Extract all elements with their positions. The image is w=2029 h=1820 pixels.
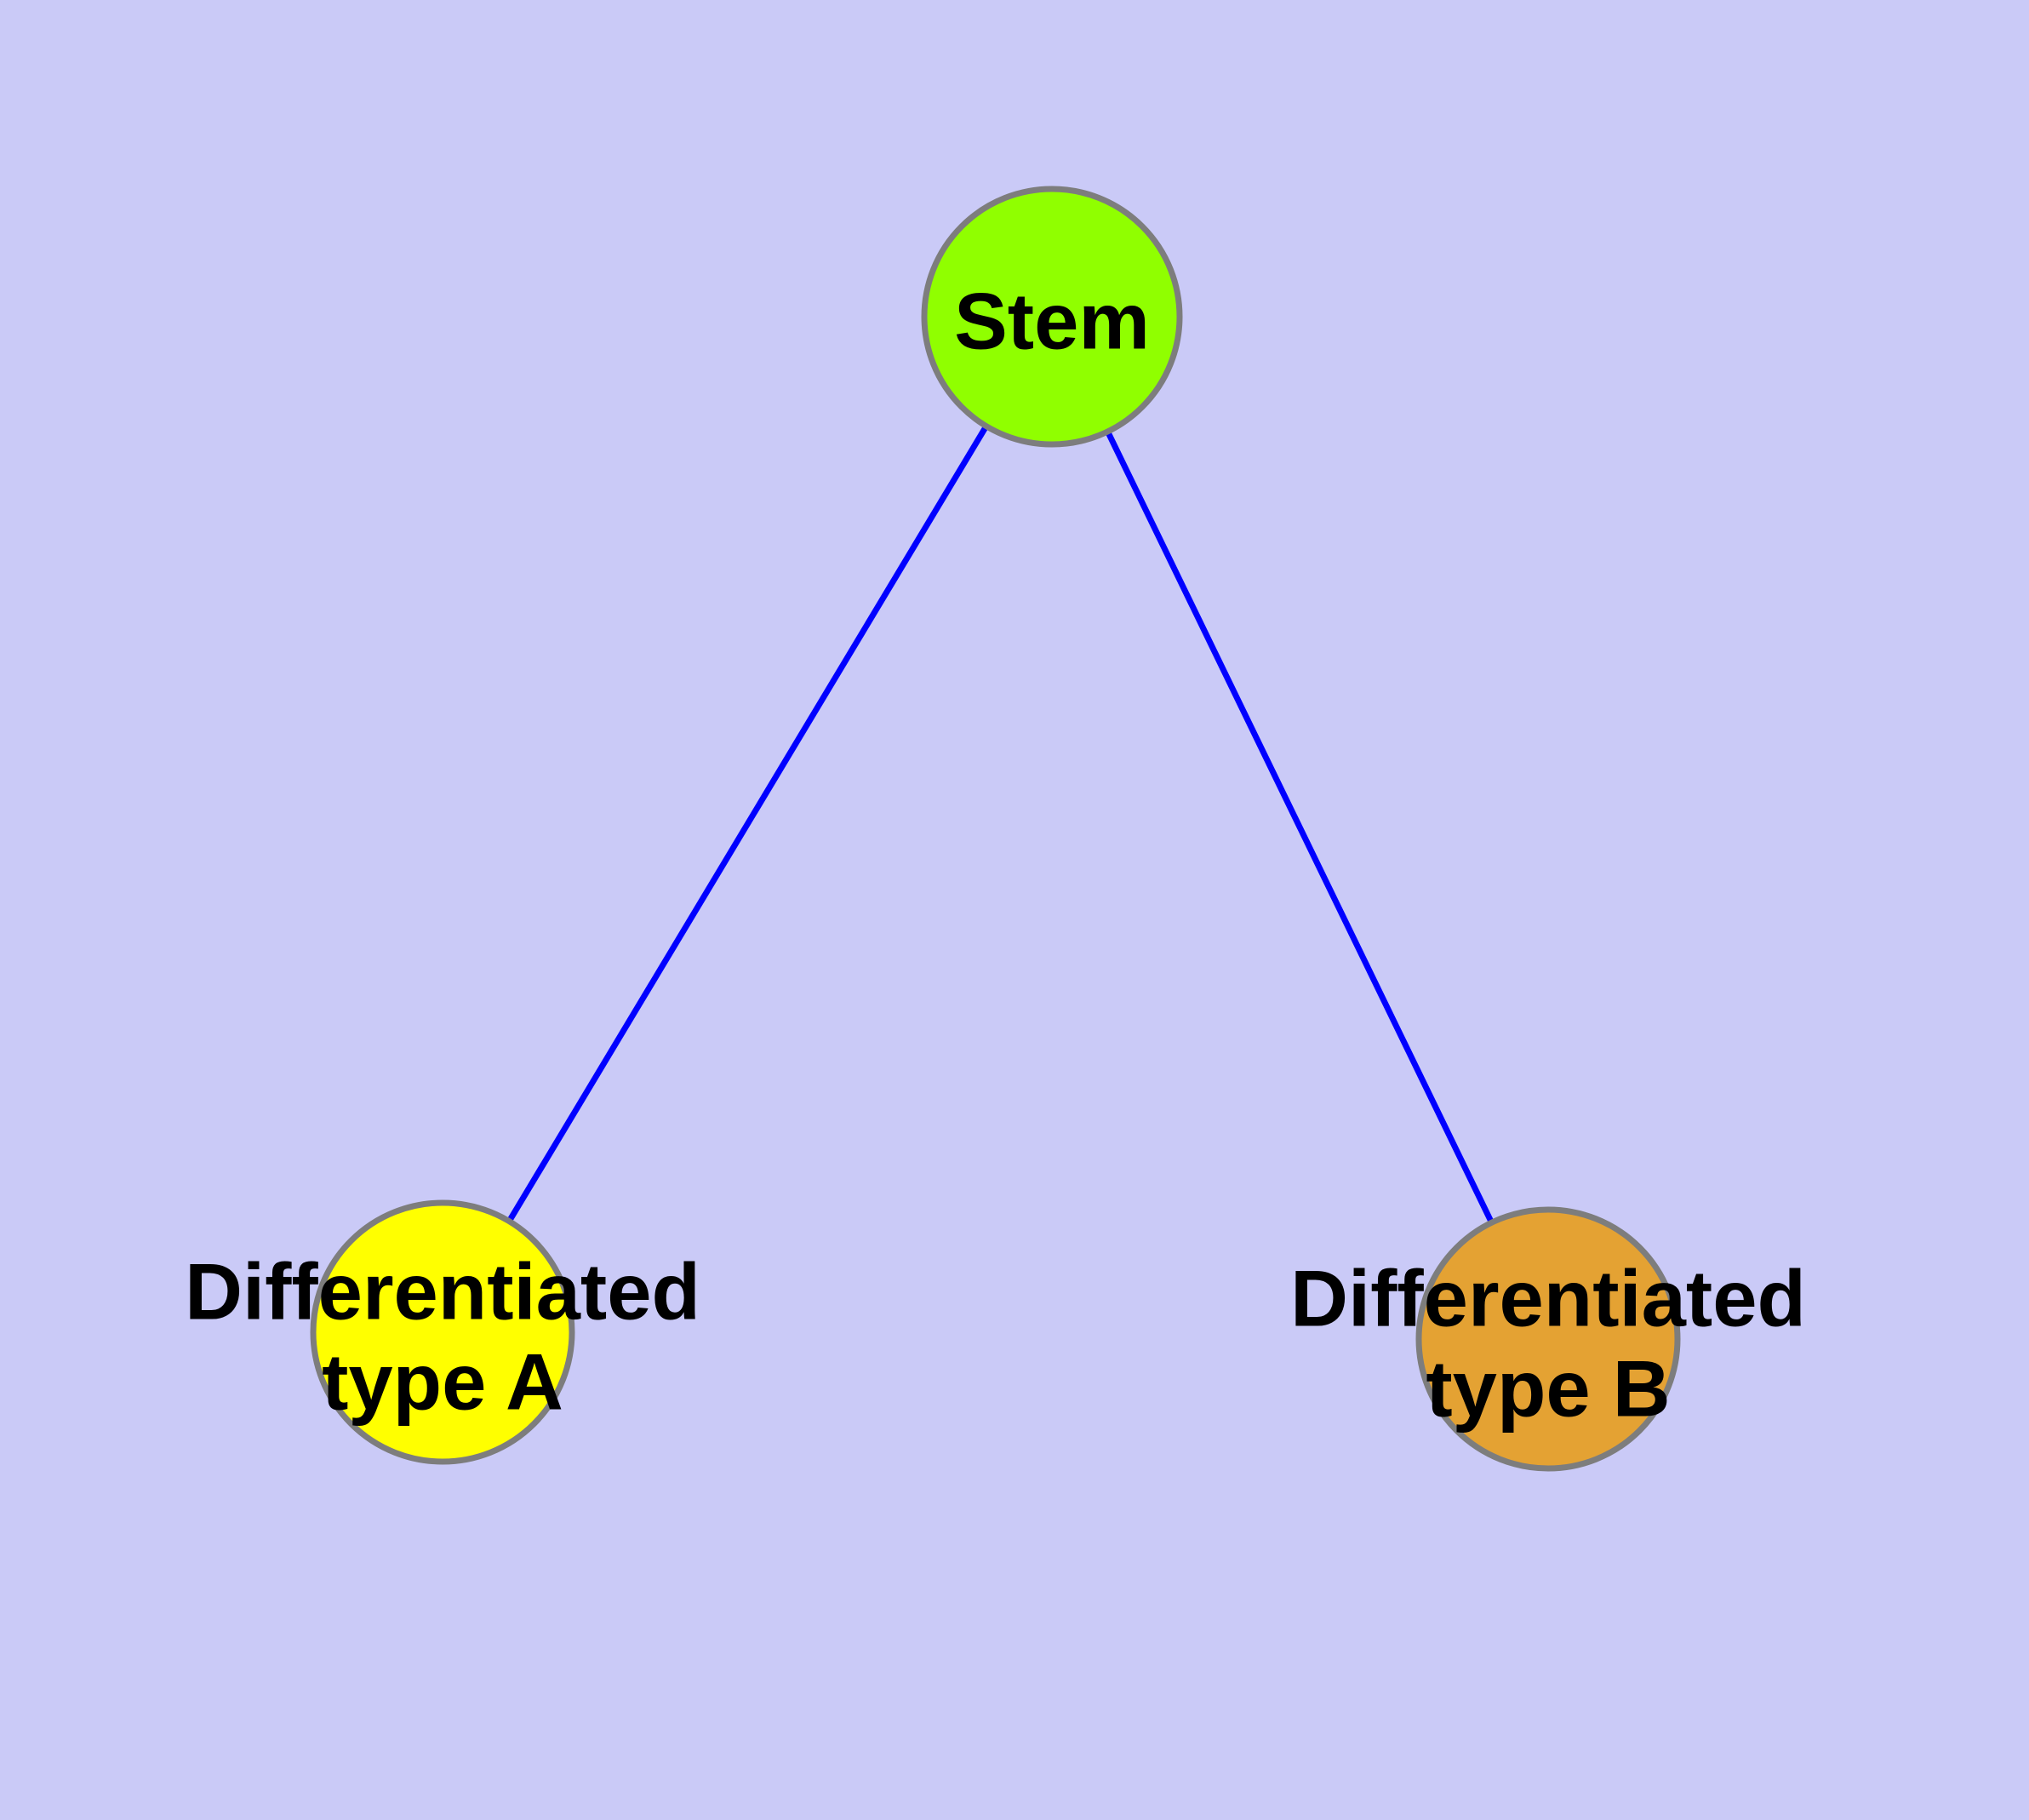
node-diff-b <box>1415 1206 1681 1472</box>
node-stem-label: Stem <box>954 277 1150 366</box>
node-stem <box>921 186 1183 448</box>
node-stem-label-line-1: Stem <box>954 277 1150 366</box>
edge-stem-diff-b <box>1049 315 1552 1341</box>
edges-layer <box>439 315 1552 1341</box>
node-diff-a-label-line-2: type A <box>322 1337 563 1427</box>
node-diff-a <box>310 1199 575 1465</box>
node-diff-b-label-line-1: Differentiated <box>1290 1254 1806 1343</box>
edge-stem-diff-a <box>439 315 1055 1334</box>
nodes-layer <box>310 186 1681 1472</box>
node-diff-b-label-line-2: type B <box>1426 1344 1670 1434</box>
node-diff-a-label-line-1: Differentiated <box>185 1247 700 1336</box>
